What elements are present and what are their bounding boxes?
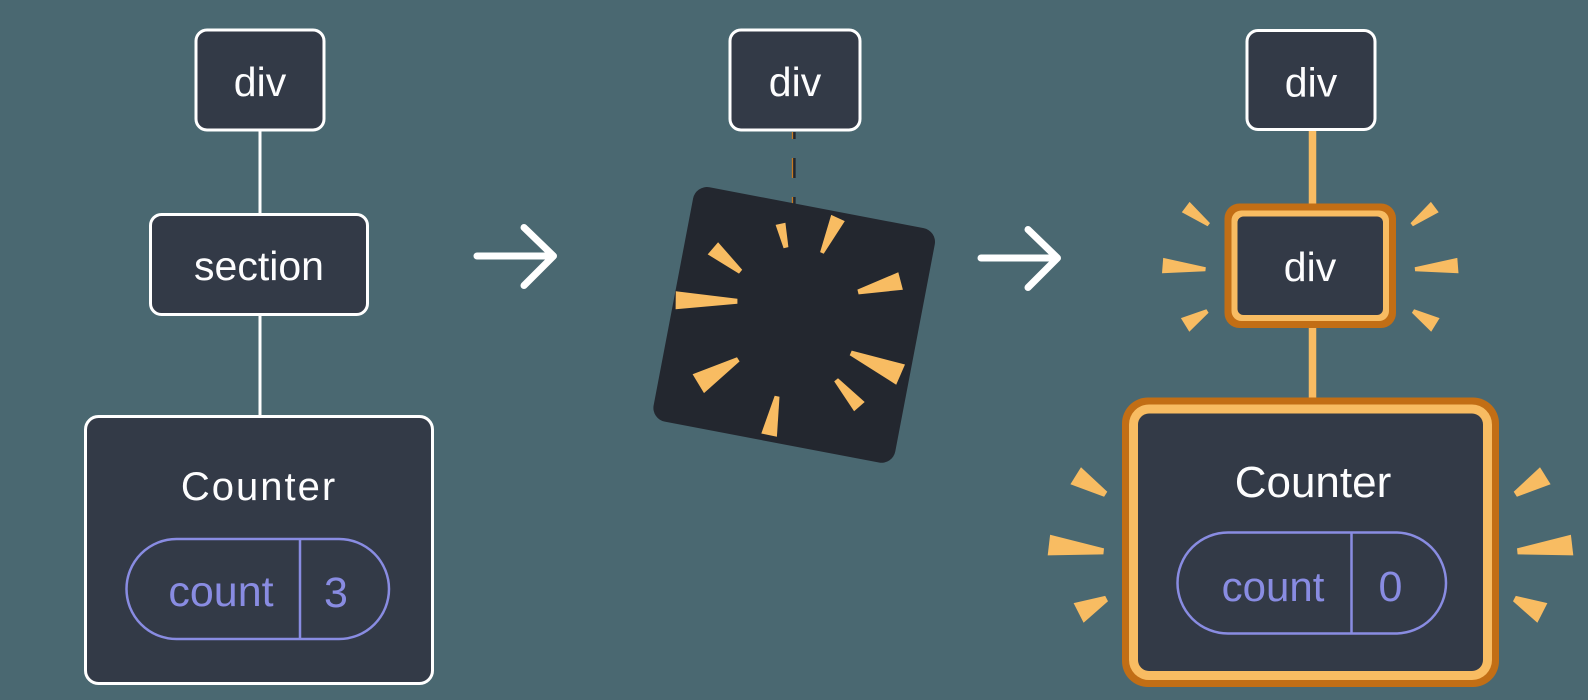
svg-text:div: div [234, 59, 287, 105]
svg-text:Counter: Counter [181, 465, 337, 509]
svg-text:div: div [1284, 244, 1337, 290]
svg-text:div: div [1285, 60, 1338, 106]
svg-text:3: 3 [324, 569, 348, 617]
svg-text:count: count [1222, 563, 1325, 610]
svg-text:div: div [769, 59, 822, 105]
svg-text:section: section [194, 243, 324, 289]
svg-text:count: count [168, 568, 273, 616]
svg-text:0: 0 [1379, 563, 1403, 611]
svg-text:Counter: Counter [1235, 458, 1392, 507]
